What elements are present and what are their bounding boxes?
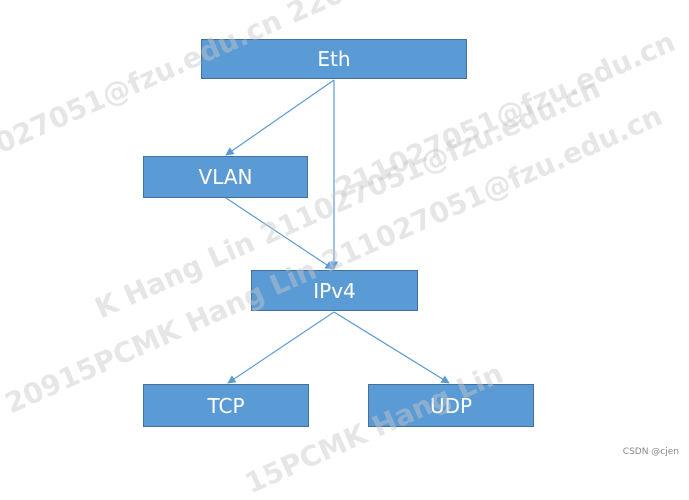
edge-ipv4-udp [333, 311, 450, 384]
node-ipv4: IPv4 [251, 270, 418, 311]
node-eth: Eth [201, 39, 467, 79]
node-vlan: VLAN [143, 156, 308, 198]
credit-text: CSDN @cjen [622, 447, 679, 457]
node-tcp: TCP [143, 384, 309, 427]
edge-vlan-ipv4 [225, 197, 334, 270]
edge-eth-vlan [225, 79, 335, 156]
connector-layer [225, 79, 450, 384]
edge-ipv4-tcp [227, 311, 335, 384]
node-udp: UDP [368, 384, 534, 427]
